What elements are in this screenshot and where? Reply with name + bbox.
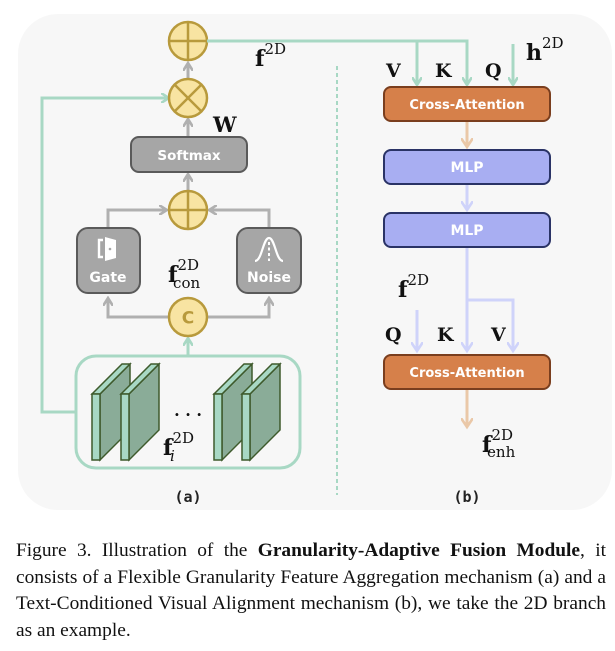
arrow-f2d-to-k [207,39,467,84]
noise-box: Noise [236,227,302,294]
cross-attention-top-label: Cross-Attention [409,98,524,113]
figure-caption: Figure 3. Illustration of the Granularit… [16,538,606,644]
panel-b-label: (b) [453,488,480,506]
mlp-box-2: MLP [383,212,551,248]
add-gate-noise-node [167,189,209,231]
gate-box: Gate [76,227,141,294]
bottom-v-label: V [490,324,507,346]
mlp-1-label: MLP [450,160,483,176]
weight-label: W [212,112,237,137]
door-icon [97,237,116,261]
mlp-box-1: MLP [383,149,551,185]
cross-attention-bottom-box: Cross-Attention [383,354,551,390]
mlp-2-label: MLP [450,223,483,239]
concat-node: C [167,296,209,338]
arrow-concat-to-gate [108,299,168,319]
ellipsis: . . . [174,401,202,420]
top-v-label: V [385,60,402,82]
caption-module-name: Granularity-Adaptive Fusion Module [257,540,581,561]
noise-label: Noise [247,270,291,286]
softmax-label: Softmax [157,148,221,164]
cross-attention-top-box: Cross-Attention [383,86,551,122]
softmax-box: Softmax [130,136,248,173]
arrow-gate-to-add [106,210,166,228]
bottom-q-label: Q [385,324,402,346]
concat-symbol: C [182,309,194,329]
f2d-label-bottom: f2D [398,271,429,303]
gate-label: Gate [89,270,126,286]
feature-map [240,362,282,462]
arrow-mlp2-to-v [467,298,513,350]
panel-b: V K Q h2D Cross-Attention MLP MLP f2D Q … [207,34,564,506]
f2d-label-top: f2D [255,40,286,72]
caption-suffix: , it consists of a Flexible Granularity … [16,540,606,641]
gaussian-curve-icon [254,236,284,263]
caption-prefix: Figure 3. Illustration of the [16,540,258,561]
arrow-concat-to-noise [208,299,269,319]
bottom-k-label: K [437,324,455,346]
fusion-module-diagram: Softmax Gate Noise [40,20,564,506]
feature-map [119,362,161,462]
add-output-node [167,20,209,62]
h2d-label: h2D [526,34,564,66]
arrow-noise-to-add [210,210,271,228]
multiply-node [167,77,209,119]
top-k-label: K [435,60,453,82]
panel-a-label: (a) [174,488,201,506]
cross-attention-bottom-label: Cross-Attention [409,366,524,381]
panel-a: Softmax Gate Noise [40,20,302,506]
skip-connection-arrow [40,98,168,414]
top-q-label: Q [485,60,502,82]
